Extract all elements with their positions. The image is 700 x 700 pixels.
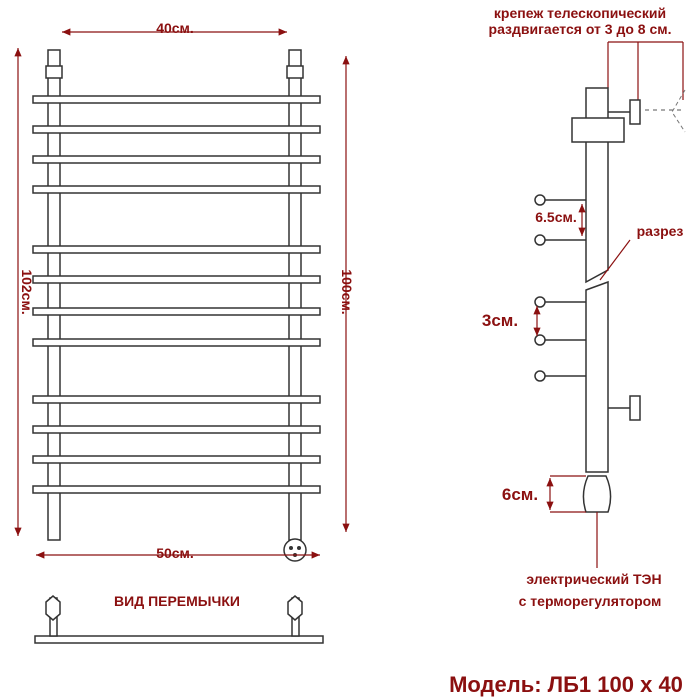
crossbars — [32, 95, 321, 494]
left-rail — [47, 49, 61, 541]
front-view: 40см. 50см. 102см. 100см. — [14, 20, 355, 562]
right-rail — [288, 49, 302, 541]
heater-icon — [582, 475, 612, 513]
mount-label-line2: раздвигается от 3 до 8 см. — [489, 21, 672, 37]
jumper-view-label: ВИД ПЕРЕМЫЧКИ — [114, 593, 240, 609]
jumper-view: ВИД ПЕРЕМЫЧКИ — [34, 593, 324, 644]
height-inner-label: 100см. — [339, 269, 355, 314]
cut-label: разрез — [637, 223, 684, 239]
bar-spacing-label: 3см. — [482, 311, 518, 330]
width-top-label: 40см. — [156, 20, 194, 36]
mount-block — [571, 117, 625, 143]
model-label: Модель: ЛБ1 100 х 40 — [449, 672, 683, 697]
right-mount — [286, 65, 304, 79]
heater-connector-icon — [283, 538, 307, 562]
upper-rail-segment — [585, 87, 609, 284]
heater-label-line1: электрический ТЭН — [526, 571, 661, 587]
heater-label-line2: с терморегулятором — [519, 593, 662, 609]
pair-spacing-label: 6.5см. — [535, 209, 577, 225]
width-bottom-label: 50см. — [156, 545, 194, 561]
side-view: крепеж телескопический раздвигается от 3… — [482, 5, 686, 609]
height-total-label: 102см. — [19, 269, 35, 314]
left-mount — [45, 65, 63, 79]
mount-label-line1: крепеж телескопический — [494, 5, 666, 21]
lower-rail-segment — [585, 280, 609, 473]
heater-size-label: 6см. — [502, 485, 538, 504]
bar-ends — [534, 194, 586, 382]
